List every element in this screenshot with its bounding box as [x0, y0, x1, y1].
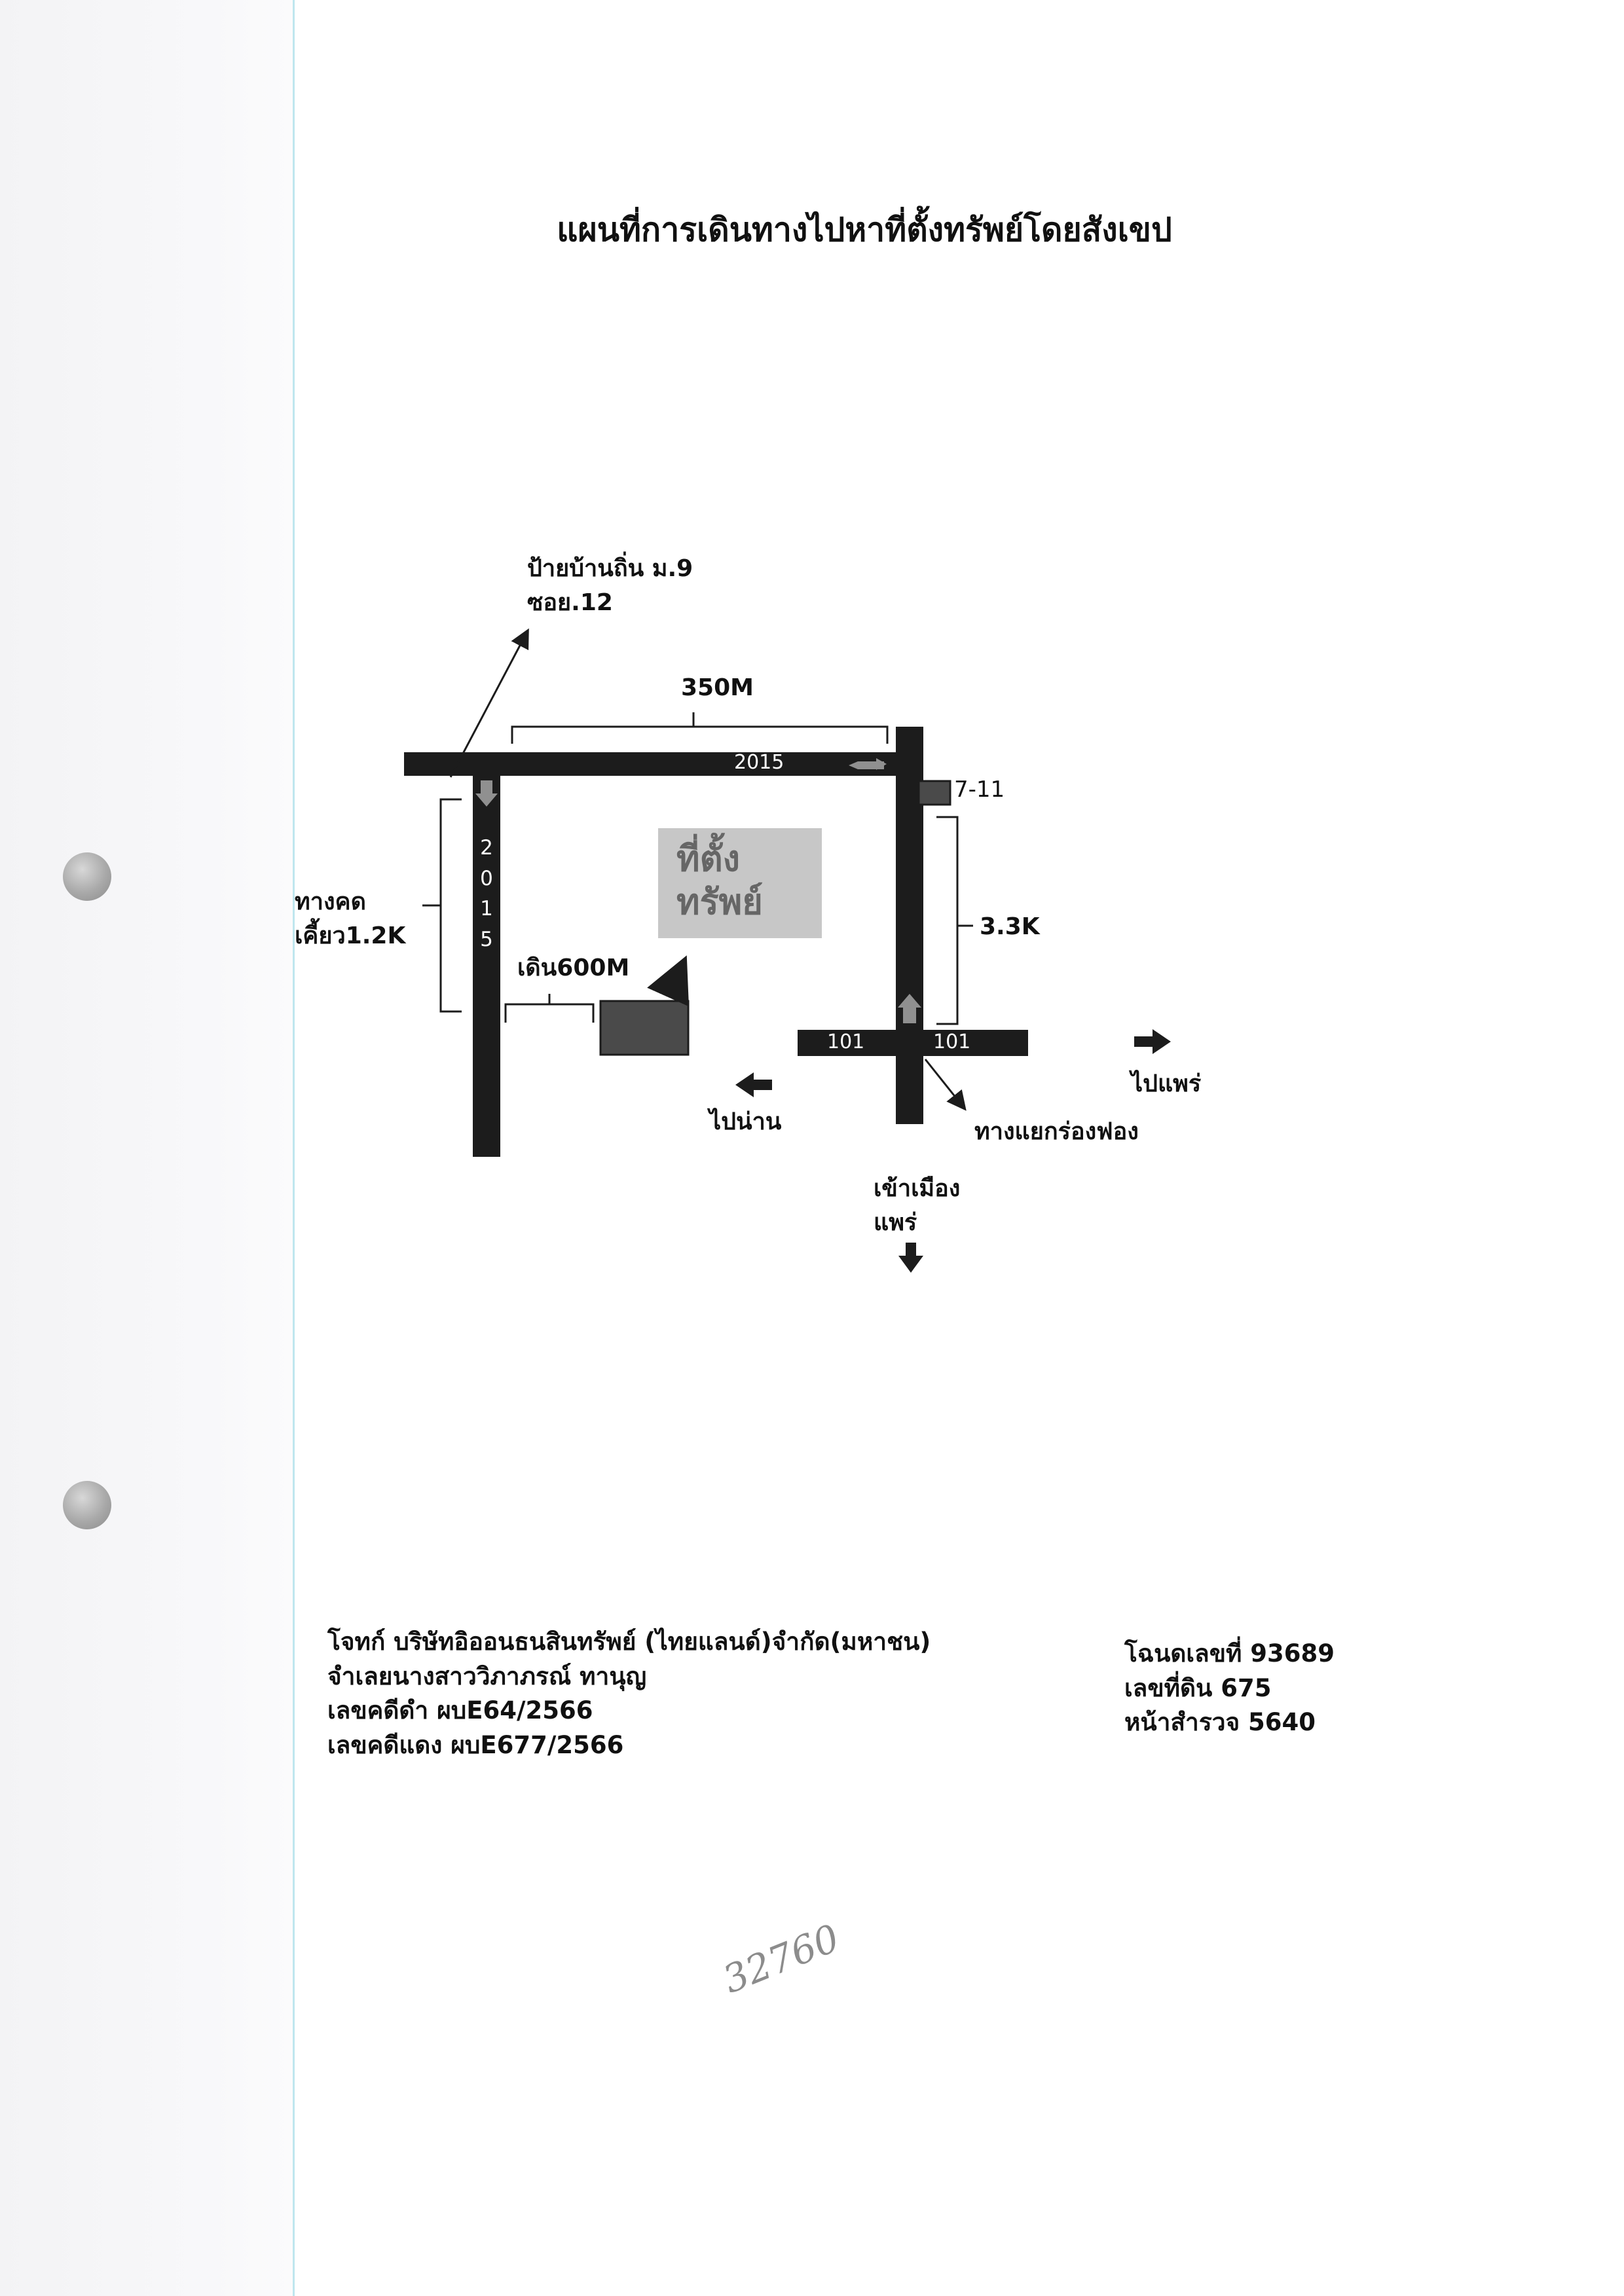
- seven-eleven-label: 7-11: [954, 776, 1005, 803]
- block-arrow-icon: [1134, 1029, 1171, 1054]
- road-label-101-left: 101: [827, 1030, 865, 1053]
- distance-bracket-icon: [422, 798, 462, 1013]
- village-sign-line2: ซอย.12: [527, 589, 613, 617]
- property-location-box: ที่ตั้ง ทรัพย์: [658, 828, 822, 938]
- black-case-number: เลขคดีดำ ผบE64/2566: [327, 1696, 593, 1725]
- distance-bracket-icon: [504, 994, 595, 1023]
- defendant-line: จำเลยนางสาววิภาภรณ์ ทานุญ: [327, 1662, 647, 1690]
- winding-road-label: ทางคด เคี้ยว1.2K: [295, 885, 405, 953]
- village-sign-label: ป้ายบ้านถิ่น ม.9 ซอย.12: [527, 552, 693, 620]
- walk-600m-label: เดิน600M: [517, 955, 630, 981]
- into-city-label: เข้าเมือง แพร่: [874, 1172, 960, 1240]
- pointer-arrow-icon: [647, 955, 689, 1007]
- block-arrow-icon: [849, 757, 887, 773]
- rong-fong-junction-label: ทางแยกร่องฟอง: [974, 1118, 1139, 1145]
- to-nan-label: ไปน่าน: [709, 1108, 782, 1135]
- page-title: แผนที่การเดินทางไปหาที่ตั้งทรัพย์โดยสังเ…: [557, 211, 1172, 249]
- survey-page: หน้าสำรวจ 5640: [1124, 1708, 1316, 1737]
- winding-road-line1: ทางคด: [295, 888, 366, 915]
- walk-destination-marker: [599, 1000, 690, 1056]
- land-deed-details: โฉนดเลขที่ 93689 เลขที่ดิน 675 หน้าสำรวจ…: [1124, 1637, 1335, 1740]
- seven-eleven-marker: [917, 780, 951, 806]
- road-2015-horizontal: [404, 752, 921, 776]
- road-label-2015-vertical: 2015: [480, 836, 493, 951]
- into-city-line2: แพร่: [874, 1209, 917, 1237]
- punch-hole-bottom: [63, 1481, 111, 1529]
- pointer-arrow-icon: [924, 1059, 967, 1111]
- into-city-line1: เข้าเมือง: [874, 1175, 961, 1202]
- property-label-line1: ที่ตั้ง: [676, 838, 741, 879]
- pointer-arrow-icon: [449, 628, 529, 778]
- block-arrow-icon: [475, 780, 498, 807]
- to-phrae-label: ไปแพร่: [1131, 1070, 1202, 1097]
- distance-350m-label: 350M: [681, 674, 754, 701]
- case-details: โจทก์ บริษัทอิออนธนสินทรัพย์ (ไทยแลนด์)จ…: [327, 1625, 931, 1762]
- binder-margin: [0, 0, 293, 2296]
- land-number: เลขที่ดิน 675: [1124, 1673, 1272, 1702]
- red-case-number: เลขคดีแดง ผบE677/2566: [327, 1730, 624, 1759]
- road-101-horizontal: [798, 1030, 1028, 1056]
- block-arrow-icon: [898, 994, 921, 1023]
- punch-hole-top: [63, 852, 111, 901]
- distance-bracket-icon: [936, 816, 973, 1025]
- margin-rule-line: [293, 0, 295, 2296]
- road-2015-vertical: [473, 776, 500, 1157]
- winding-road-line2: เคี้ยว1.2K: [295, 922, 406, 950]
- road-label-2015-horizontal: 2015: [734, 751, 784, 774]
- plaintiff-line: โจทก์ บริษัทอิออนธนสินทรัพย์ (ไทยแลนด์)จ…: [327, 1628, 931, 1656]
- property-label-line2: ทรัพย์: [676, 881, 763, 922]
- distance-bracket-icon: [511, 712, 889, 744]
- deed-number: โฉนดเลขที่ 93689: [1124, 1639, 1335, 1667]
- road-label-101-right: 101: [933, 1030, 971, 1053]
- block-arrow-icon: [735, 1072, 772, 1097]
- distance-3-3k-label: 3.3K: [980, 913, 1040, 940]
- village-sign-line1: ป้ายบ้านถิ่น ม.9: [527, 555, 693, 582]
- block-arrow-icon: [898, 1243, 923, 1273]
